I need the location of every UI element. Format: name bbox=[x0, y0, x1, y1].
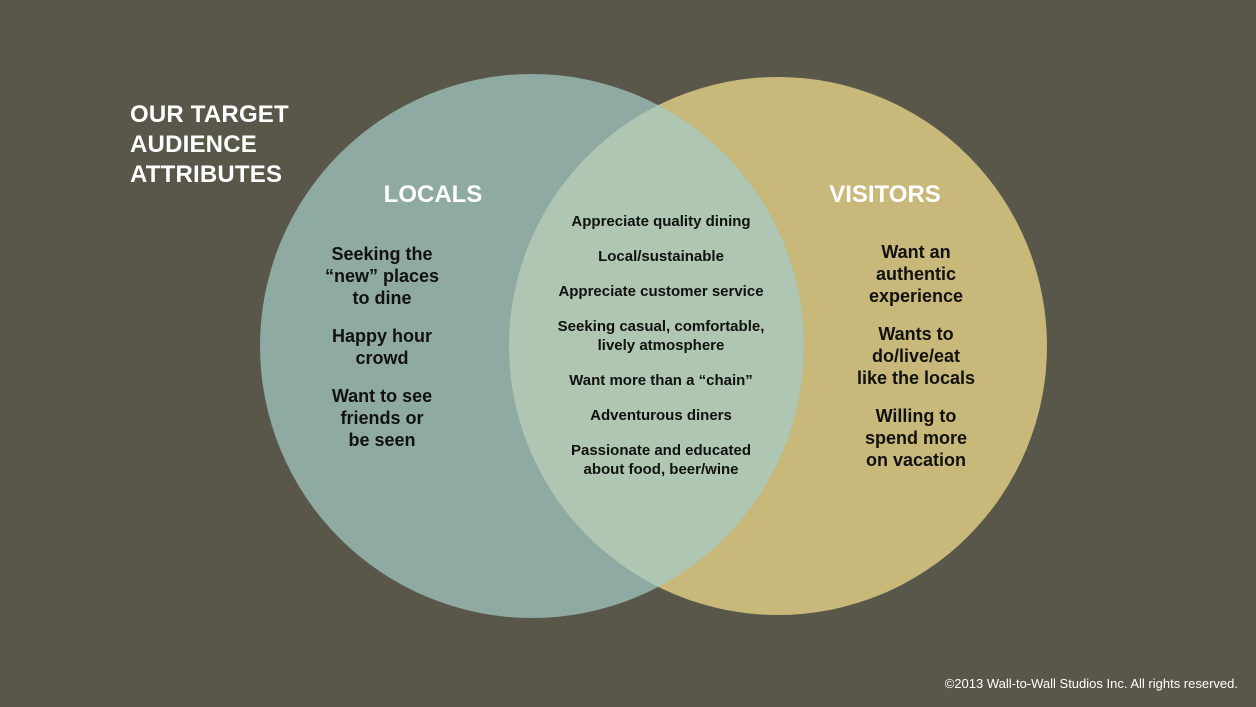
visitors-attribute: Wants to do/live/eat like the locals bbox=[856, 324, 976, 388]
shared-attributes-list: Appreciate quality dining Local/sustaina… bbox=[530, 212, 792, 495]
shared-attribute: Appreciate quality dining bbox=[571, 213, 751, 230]
overlap-region bbox=[509, 77, 804, 615]
copyright-notice: ©2013 Wall-to-Wall Studios Inc. All righ… bbox=[944, 676, 1238, 691]
visitors-attribute: Willing to spend more on vacation bbox=[864, 406, 968, 470]
locals-attribute: Happy hour crowd bbox=[331, 326, 432, 368]
locals-heading: LOCALS bbox=[383, 181, 483, 208]
locals-attribute: Want to see friends or be seen bbox=[331, 386, 433, 450]
diagram-title: OUR TARGET AUDIENCE ATTRIBUTES bbox=[130, 101, 289, 188]
visitors-heading: VISITORS bbox=[829, 181, 941, 208]
shared-attribute: Appreciate customer service bbox=[558, 283, 764, 300]
shared-attribute: Local/sustainable bbox=[598, 248, 724, 265]
locals-attribute: Seeking the “new” places to dine bbox=[324, 244, 440, 308]
shared-attribute: Adventurous diners bbox=[590, 407, 732, 424]
shared-attribute: Want more than a “chain” bbox=[569, 372, 753, 389]
shared-attribute: Passionate and educated about food, beer… bbox=[570, 442, 752, 478]
visitors-attributes-list: Want an authentic experience Wants to do… bbox=[826, 241, 1006, 487]
locals-attributes-list: Seeking the “new” places to dine Happy h… bbox=[292, 243, 472, 467]
visitors-attribute: Want an authentic experience bbox=[868, 242, 964, 306]
shared-attribute: Seeking casual, comfortable, lively atmo… bbox=[557, 318, 765, 354]
